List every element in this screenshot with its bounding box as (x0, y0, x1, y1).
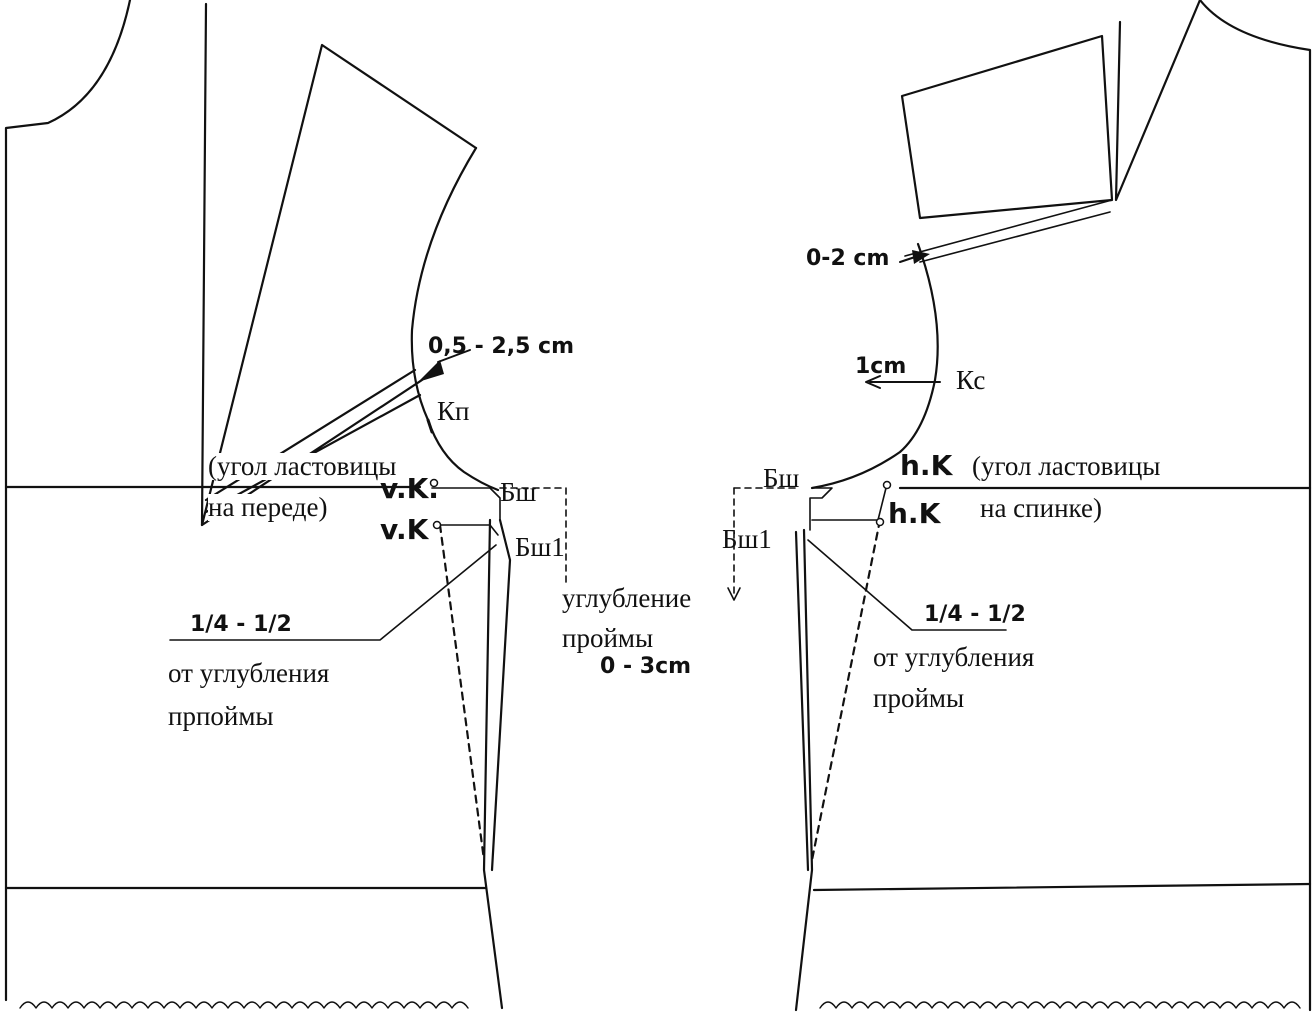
back-gusset-corner-line1: (угол ластовицы (972, 451, 1161, 481)
center-deepening-line1: углубление (562, 583, 692, 613)
back-armhole (810, 242, 939, 490)
front-point-vk-lower (432, 520, 442, 530)
back-point-bsh1-label: Бш1 (722, 524, 772, 554)
back-deepening-line1: от углубления (873, 642, 1035, 672)
front-point-vk-upper-label: v.K. (380, 472, 439, 505)
front-point-kp-label: Кп (437, 396, 470, 426)
front-deepening-line1: от углубления (168, 658, 330, 688)
back-point-hk-upper (882, 480, 892, 490)
front-leader (169, 544, 497, 641)
front-side-seam (482, 518, 512, 1010)
back-dart-offset-label: 0-2 cm (806, 246, 890, 271)
back-point-kc-label: Кс (956, 365, 986, 395)
center-deepening-value: 0 - 3cm (600, 654, 692, 679)
front-arrow-head (418, 360, 444, 382)
front-fraction-label: 1/4 - 1/2 (190, 612, 292, 637)
back-shoulder (1114, 0, 1202, 202)
back-side-dashed (810, 518, 882, 862)
back-shift-label: 1cm (855, 354, 907, 379)
back-construction (809, 487, 833, 531)
front-side-dashed (438, 523, 486, 862)
back-hem-line (812, 882, 1312, 892)
back-outline (1198, 0, 1312, 1012)
back-point-bsh-label: Бш (763, 463, 800, 493)
back-point-hk-lower (875, 517, 885, 527)
front-construction-2 (433, 524, 499, 536)
front-arrow-shaft (437, 349, 471, 363)
front-kp-mark (426, 418, 434, 434)
back-construction-2 (811, 487, 887, 521)
front-outline (4, 0, 132, 1002)
front-point-bsh1-label: Бш1 (515, 532, 565, 562)
back-shoulder-dart (900, 34, 1114, 220)
back-point-hk-lower-label: h.K (888, 497, 941, 530)
back-gusset-corner-line2: на спинке) (980, 493, 1102, 523)
front-point-bsh-label: Бш (500, 477, 537, 507)
front-shoulder-dart (200, 2, 478, 527)
front-wavy-edge (19, 1001, 469, 1009)
front-point-vk-upper (429, 478, 439, 488)
back-dart-lines (904, 199, 1113, 263)
back-deepening-line2: проймы (873, 683, 965, 713)
back-offset-arrow-head (912, 250, 930, 264)
back-leader (807, 539, 1007, 631)
front-seam-allowance-label: 0,5 - 2,5 cm (428, 334, 575, 359)
back-side-seam (794, 528, 814, 1012)
front-point-vk-lower-label: v.K (380, 513, 429, 546)
back-fraction-label: 1/4 - 1/2 (924, 602, 1026, 627)
back-arrow-head (865, 375, 881, 389)
front-dashed-box (499, 487, 567, 591)
front-gusset-corner-line1: (угол ластовицы (208, 451, 397, 481)
back-point-hk-upper-label: h.K (900, 449, 953, 482)
front-gusset-corner-line2: на переде) (208, 492, 328, 522)
back-wavy-edge (819, 1001, 1301, 1009)
center-deepening-arrow (727, 587, 741, 601)
front-armhole (410, 146, 500, 492)
front-construction (431, 487, 501, 521)
center-deepening-line2: проймы (562, 623, 654, 653)
front-deepening-line2: прпоймы (168, 701, 274, 731)
